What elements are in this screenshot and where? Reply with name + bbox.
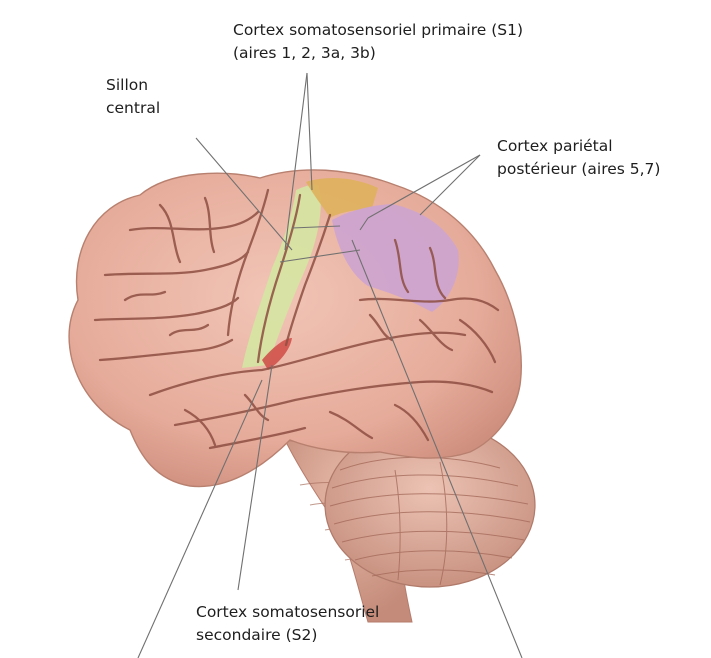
label-s2-line2: secondaire (S2) [196,624,379,647]
label-secondary-somatosensory-cortex: Cortex somatosensoriel secondaire (S2) [196,601,379,647]
label-ppc-line2: postérieur (aires 5,7) [497,158,660,181]
label-sillon-line1: Sillon [106,74,160,97]
label-sillon-line2: central [106,97,160,120]
label-ppc-line1: Cortex pariétal [497,135,660,158]
label-s2-line1: Cortex somatosensoriel [196,601,379,624]
label-posterior-parietal-cortex: Cortex pariétal postérieur (aires 5,7) [497,135,660,181]
label-primary-somatosensory-cortex: Cortex somatosensoriel primaire (S1) (ai… [233,19,523,65]
label-s1-line2: (aires 1, 2, 3a, 3b) [233,42,523,65]
label-central-sulcus: Sillon central [106,74,160,120]
label-s1-line1: Cortex somatosensoriel primaire (S1) [233,19,523,42]
